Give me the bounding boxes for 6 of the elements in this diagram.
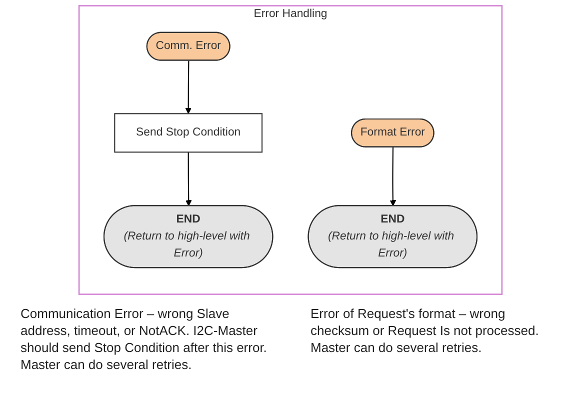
note-text: Communication Error – wrong Slave address, timeout, or NotACK. I2C-Master should send Stop Condition after this error. Master can do several retries. [20, 306, 268, 374]
arrow [390, 147, 396, 206]
arrow [185, 60, 192, 114]
arrow [186, 152, 192, 206]
note-text: Error of Request's format – wrong checksum or Request Is not processed. Master can do several retries. [310, 306, 540, 357]
node-box: Send Stop Condition [114, 113, 263, 153]
